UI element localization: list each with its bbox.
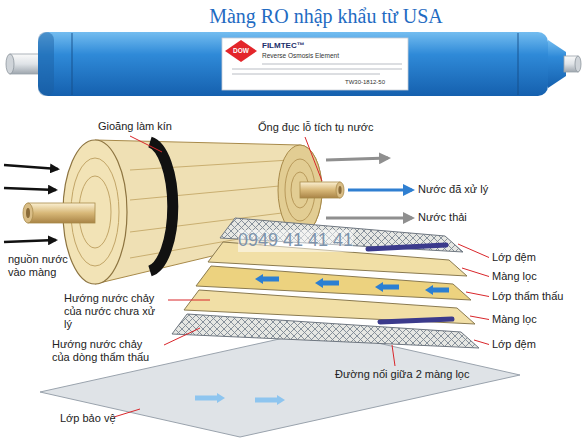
layer-label: Lớp thẩm thấu	[492, 290, 563, 303]
layer-label: Lớp bảo vệ	[60, 412, 116, 425]
flow-arrows-part	[326, 158, 388, 160]
protective-sheet-part	[255, 395, 285, 405]
part-label: Gioăng làm kín	[98, 120, 172, 133]
membrane-layers-part	[220, 218, 463, 252]
leader-lines-part	[462, 268, 489, 277]
protective-sheet-part	[195, 393, 225, 403]
membrane-roll-part	[23, 203, 33, 223]
flow-label: nguồn nước vào màng	[8, 253, 68, 279]
part-label: Đường nối giữa 2 màng lọc	[335, 368, 469, 381]
ro-cartridge	[6, 32, 581, 96]
ro-cartridge-part	[222, 38, 408, 90]
watermark: 0949 41 41 41	[238, 230, 353, 252]
diagram-title: Màng RO nhập khẩu từ USA	[209, 4, 443, 28]
flow-arrows-part	[348, 189, 412, 192]
layer-label: Màng lọc	[492, 270, 537, 283]
leader-lines-part	[130, 136, 162, 152]
flow-arrows-part	[4, 188, 56, 190]
ro-cartridge-part	[225, 40, 257, 62]
membrane-roll-part	[26, 208, 30, 218]
flow-arrows-part	[4, 165, 58, 169]
membrane-layers-part	[255, 274, 279, 284]
ro-cartridge-part	[71, 33, 73, 95]
layer-label: Lớp đệm	[492, 338, 536, 351]
membrane-roll-part	[336, 182, 344, 198]
flow-label: Nước thải	[418, 211, 467, 224]
ro-cartridge-part	[232, 69, 402, 70]
leader-lines	[114, 136, 489, 417]
model-number: TW30-1812-50	[345, 79, 385, 86]
leader-lines-part	[474, 340, 489, 345]
layer-label: Màng lọc	[492, 313, 537, 326]
membrane-layers-part	[315, 278, 339, 288]
membrane-roll-part	[28, 203, 95, 223]
leader-lines-part	[114, 409, 140, 417]
layer-label: Lớp đệm	[492, 251, 536, 264]
membrane-layers-part	[172, 314, 479, 348]
flow-label: Hướng nước chảy của nước chưa xử lý	[64, 292, 165, 332]
part-label: Ống đục lỗ tích tụ nước	[258, 121, 373, 134]
leader-lines-part	[305, 137, 322, 181]
brand-logo: DOW	[233, 48, 249, 55]
leader-lines-part	[458, 244, 489, 258]
flow-arrows-part	[4, 240, 56, 242]
membrane-layers-part	[368, 245, 446, 249]
leader-lines-part	[168, 300, 210, 301]
membrane-roll-part	[338, 186, 341, 194]
ro-cartridge-part	[575, 56, 581, 72]
ro-cartridge-part	[6, 54, 14, 74]
leader-lines-part	[392, 345, 395, 366]
membrane-layers-part	[375, 282, 399, 292]
ro-cartridge-part	[38, 32, 54, 96]
product-description: Reverse Osmosis Element	[262, 52, 339, 59]
membrane-layers	[172, 218, 479, 348]
membrane-layers-part	[380, 319, 452, 322]
membrane-roll-part	[300, 182, 340, 198]
brand-name: FILMTEC™	[262, 42, 305, 51]
ro-cartridge-part	[232, 74, 380, 75]
membrane-layers-part	[425, 285, 449, 295]
leader-lines-part	[470, 316, 489, 320]
ro-cartridge-part	[517, 33, 519, 95]
leader-lines-part	[466, 292, 489, 297]
membrane-roll-part	[150, 142, 173, 271]
ro-cartridge-part	[262, 64, 402, 65]
ro-cartridge-part	[38, 32, 548, 96]
flow-label: Nước đã xử lý	[418, 183, 488, 196]
ro-cartridge-part	[548, 40, 566, 88]
flow-label: Hướng nước chảy của dòng thẩm thấu	[52, 338, 162, 364]
flow-arrows-part	[326, 217, 412, 220]
leader-lines-part	[164, 328, 200, 345]
